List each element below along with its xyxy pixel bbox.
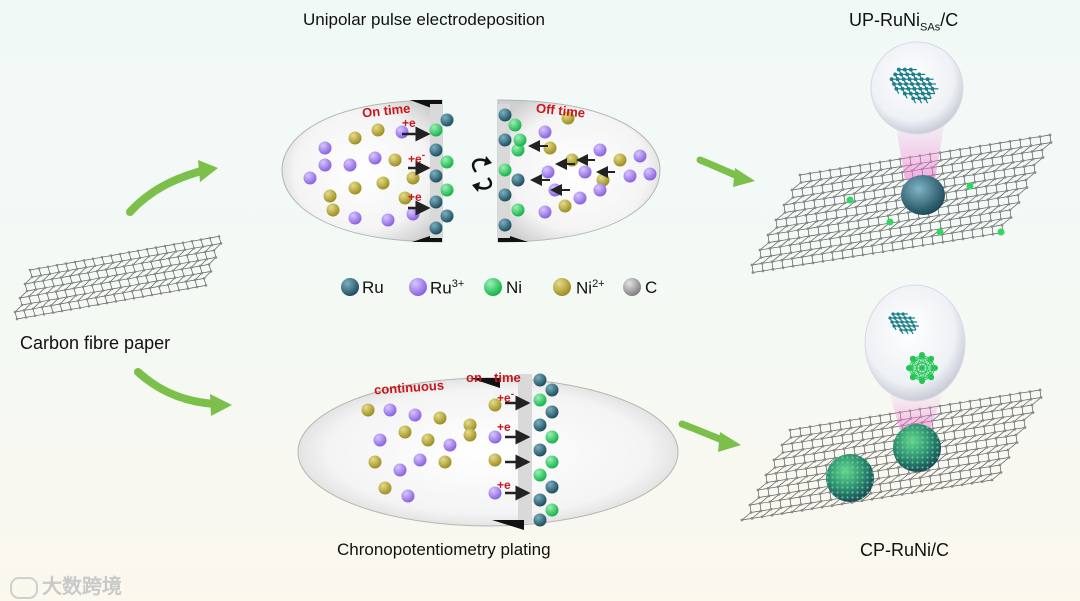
top-process-title: Unipolar pulse electrodeposition <box>303 10 545 29</box>
electron-minus: - <box>421 150 426 161</box>
watermark-text: 大数跨境 <box>42 574 122 598</box>
continuous-ions <box>361 373 559 527</box>
electron-minus: - <box>510 389 515 400</box>
bottom-process-title: Chronopotentiometry plating <box>337 540 551 559</box>
legend-ru3: Ru3+ <box>430 278 464 299</box>
top-product-sub: SAs <box>920 21 941 34</box>
electron-label: +e <box>497 420 511 434</box>
off-time-ions <box>498 108 657 232</box>
cycle-arrows-icon <box>471 156 493 192</box>
substrate-label: Carbon fibre paper <box>20 333 171 353</box>
legend-ni-label: Ni <box>506 278 523 297</box>
arrow-to-top-process <box>126 166 209 216</box>
legend-ni2: Ni2+ <box>576 278 605 299</box>
time-label: time <box>494 370 521 385</box>
top-product-tail: /C <box>940 10 959 30</box>
on-time-ions <box>303 113 454 235</box>
legend-ru3-text: Ru <box>430 278 452 298</box>
graphene-sheet-top-right <box>750 133 1053 274</box>
on-label: on <box>466 370 482 385</box>
legend-c-label: C <box>645 278 658 297</box>
legend-ru-label: Ru <box>362 278 384 297</box>
legend-ru3-sup: 3+ <box>451 278 465 290</box>
graphene-sheet-bottom-right <box>740 388 1043 522</box>
legend-spheres <box>341 278 641 296</box>
electron-label: +e <box>402 116 416 130</box>
legend-ni2-label: Ni2+ <box>576 278 605 299</box>
legend-c: C <box>645 278 657 298</box>
cp-product-visual <box>826 284 966 502</box>
ru-cluster-icon <box>889 67 939 104</box>
top-product-main: UP-RuNi <box>849 10 921 30</box>
process-arrows <box>126 156 755 452</box>
electron-label: +e- <box>497 389 514 405</box>
top-product-label: UP-RuNiSAs/C <box>849 10 958 34</box>
bottom-product-label: CP-RuNi/C <box>860 540 950 560</box>
up-product-visual <box>870 41 964 215</box>
legend-ru3-label: Ru3+ <box>430 278 464 299</box>
legend-ni2-sup: 2+ <box>592 278 605 290</box>
watermark: 大数跨境 <box>10 570 122 599</box>
electron-text: +e <box>497 391 511 405</box>
watermark-logo-icon <box>10 576 38 599</box>
legend-ru: Ru <box>362 278 384 298</box>
on-time-cell <box>281 99 443 243</box>
continuous-cell <box>297 374 679 530</box>
carbon-fibre-paper-sheet <box>13 235 223 321</box>
legend-ni2-text: Ni <box>576 278 593 298</box>
legend-ni: Ni <box>506 278 522 298</box>
runi-cluster-icon <box>888 312 938 384</box>
electron-label: +e- <box>408 150 425 166</box>
arrow-to-bottom-process <box>134 368 219 408</box>
electron-text: +e <box>408 152 422 166</box>
electron-label: +e <box>408 190 422 204</box>
electron-label: +e <box>497 478 511 492</box>
